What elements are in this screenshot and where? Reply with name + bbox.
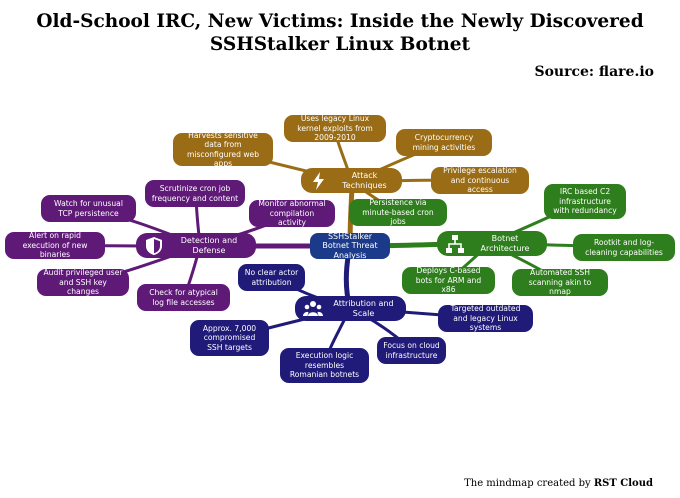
defense-item-log-access: Check for atypical log file accesses (137, 284, 230, 311)
attribution-item-legacy-linux: Targeted outdated and legacy Linux syste… (438, 304, 533, 332)
attack-item-crypto-mining: Cryptocurrency mining activities (396, 129, 492, 156)
people-icon (303, 300, 323, 316)
footer-brand: RST Cloud (593, 478, 653, 489)
defense-item-tcp-persistence: Watch for unusual TCP persistence (41, 195, 136, 222)
attack-item-harvests: Harvests sensitive data from misconfigur… (173, 131, 273, 168)
attack-techniques-label: Attack Techniques (342, 171, 387, 190)
footer-credit: The mindmap created by RST Cloud (464, 478, 653, 489)
attribution-item-no-actor: No clear actor attribution (238, 264, 305, 291)
defense-item-rapid-execution: Alert on rapid execution of new binaries (5, 231, 105, 259)
botnet-item-irc-c2: IRC based C2 infrastructure with redunda… (544, 184, 626, 219)
attribution-item-cloud-infra: Focus on cloud infrastructure (377, 337, 446, 364)
attack-item-privilege-escalation: Privilege escalation and continuous acce… (431, 166, 529, 194)
detection-defense-node: Detection and Defense (136, 233, 256, 258)
page-title: Old-School IRC, New Victims: Inside the … (36, 11, 644, 55)
attack-item-persistence-cron: Persistence via minute-based cron jobs (349, 198, 447, 226)
lightning-icon (313, 171, 324, 190)
defense-item-compilation-monitor: Monitor abnormal compilation activity (249, 199, 335, 227)
botnet-item-c-bots: Deploys C-based bots for ARM and x86 (402, 266, 495, 294)
attack-item-kernel-exploits: Uses legacy Linux kernel exploits from 2… (284, 114, 386, 142)
shield-icon (146, 236, 162, 255)
botnet-architecture-node: Botnet Architecture (437, 231, 547, 256)
attribution-item-7000-targets: Approx. 7,000 compromised SSH targets (190, 320, 269, 356)
attribution-scale-node: Attribution and Scale (295, 296, 406, 321)
attribution-scale-label: Attribution and Scale (333, 299, 394, 318)
defense-item-audit-users: Audit privileged user and SSH key change… (37, 268, 129, 296)
detection-defense-label: Detection and Defense (180, 236, 238, 255)
footer-prefix: The mindmap created by (464, 478, 594, 489)
center-node: SSHStalker Botnet Threat Analysis (310, 232, 390, 260)
defense-item-cron-scrutiny: Scrutinize cron job frequency and conten… (145, 180, 245, 207)
network-icon (446, 234, 464, 253)
attack-techniques-node: Attack Techniques (301, 168, 402, 193)
botnet-item-rootkit: Rootkit and log-cleaning capabilities (573, 234, 675, 261)
botnet-item-ssh-scanning: Automated SSH scanning akin to nmap (512, 268, 608, 296)
botnet-architecture-label: Botnet Architecture (480, 234, 530, 253)
source-label: Source: flare.io (534, 64, 654, 80)
attribution-item-romanian-botnets: Execution logic resembles Romanian botne… (280, 348, 369, 383)
